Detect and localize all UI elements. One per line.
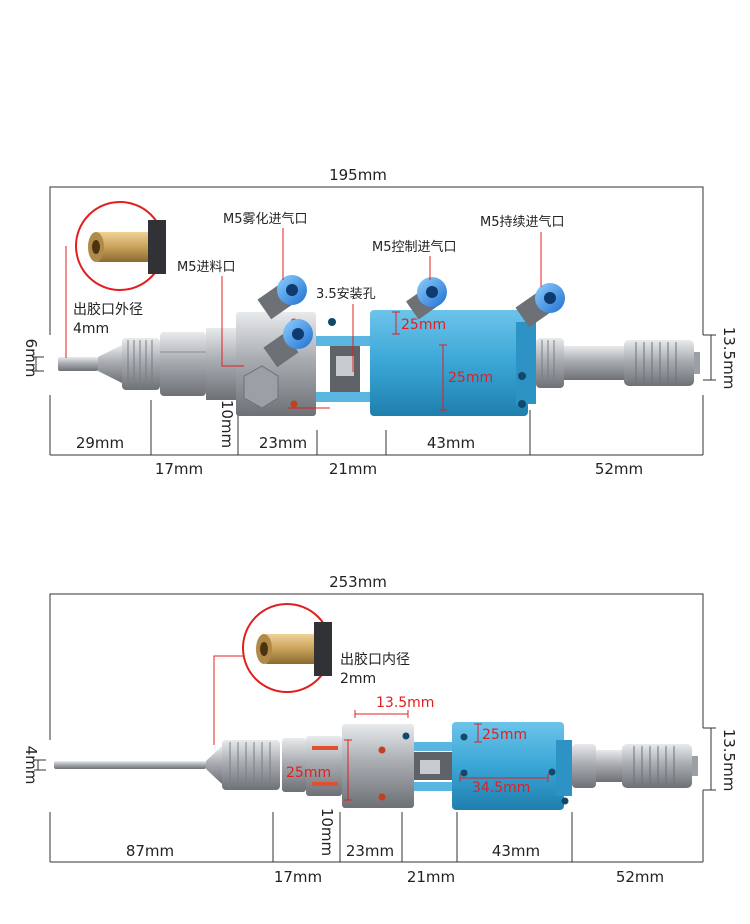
d1-seg-21: 21mm — [329, 460, 377, 478]
d2-seg-17: 17mm — [274, 868, 322, 886]
diagram-2: 253mm — [22, 573, 738, 886]
d1-seg-52: 52mm — [595, 460, 643, 478]
d1-outlet-od-label: 出胶口外径 — [73, 301, 143, 318]
d1-total-length: 195mm — [329, 166, 387, 184]
d2-seg-43: 43mm — [492, 842, 540, 860]
d1-seg-23: 23mm — [259, 434, 307, 452]
d2-dim-block-length: 34.5mm — [472, 780, 530, 796]
d2-dim-right-height: 13.5mm — [720, 729, 738, 792]
d1-air-cylinder — [370, 310, 528, 416]
diagram-1: 195mm — [22, 166, 738, 478]
d1-dim-thickness: 10mm — [218, 400, 236, 448]
d2-dim-tip-diameter: 4mm — [22, 746, 40, 785]
d2-micrometer-barrel — [596, 750, 622, 782]
d1-fitting-continuous — [515, 283, 565, 328]
d2-air-cylinder — [452, 722, 564, 810]
d2-total-length-line — [49, 593, 704, 740]
d2-dim-block-width: 13.5mm — [376, 695, 434, 711]
d1-fitting-control — [406, 277, 447, 320]
d1-outlet-magnifier — [65, 201, 166, 358]
d1-label-feed: M5进料口 — [177, 260, 236, 275]
d1-dim-right-height: 13.5mm — [720, 327, 738, 390]
d1-nozzle-tip — [58, 357, 98, 371]
d1-dim-block-height: 25mm — [448, 370, 493, 386]
d1-seg-43: 43mm — [427, 434, 475, 452]
d1-total-length-line — [49, 186, 704, 335]
d2-dim-thickness: 10mm — [318, 808, 336, 856]
d1-dim-block-top: 25mm — [401, 317, 446, 333]
d2-needle — [54, 761, 206, 769]
d1-hex-nut — [160, 332, 206, 396]
d2-outlet-magnifier — [213, 603, 332, 745]
d1-label-mount-hole: 3.5安装孔 — [316, 287, 376, 302]
d2-micrometer-knob — [622, 744, 692, 788]
d2-total-length: 253mm — [329, 573, 387, 591]
d1-label-atomize: M5雾化进气口 — [223, 211, 308, 227]
d2-seg-87: 87mm — [126, 842, 174, 860]
d1-micrometer-barrel — [564, 346, 624, 380]
d2-outlet-id-label: 出胶口内径 — [340, 651, 410, 668]
d1-fitting-feed — [263, 319, 313, 368]
d1-outlet-od-value: 4mm — [73, 321, 109, 337]
d2-knurled-nut — [222, 740, 280, 790]
d1-dispenser — [58, 275, 700, 416]
d1-label-control: M5控制进气口 — [372, 239, 457, 255]
d1-micrometer-knob — [624, 340, 694, 386]
d1-seg-17: 17mm — [155, 460, 203, 478]
d2-hex-nut — [306, 736, 342, 796]
d1-knurled-nut — [122, 338, 160, 390]
d1-label-continuous: M5持续进气口 — [480, 214, 565, 230]
d1-fitting-atomize — [257, 275, 307, 320]
d2-dim-block-top: 25mm — [482, 727, 527, 743]
d2-feed-block — [342, 724, 414, 808]
d2-dim-block-left-height: 25mm — [286, 765, 331, 781]
d2-dispenser — [54, 722, 698, 810]
d2-seg-52: 52mm — [616, 868, 664, 886]
d2-seg-23: 23mm — [346, 842, 394, 860]
d1-feed-fitting-hex — [243, 365, 279, 409]
d2-outlet-id-value: 2mm — [340, 671, 376, 687]
d1-dim-tip-diameter: 6mm — [22, 339, 40, 378]
d1-seg-29: 29mm — [76, 434, 124, 452]
d2-seg-21: 21mm — [407, 868, 455, 886]
